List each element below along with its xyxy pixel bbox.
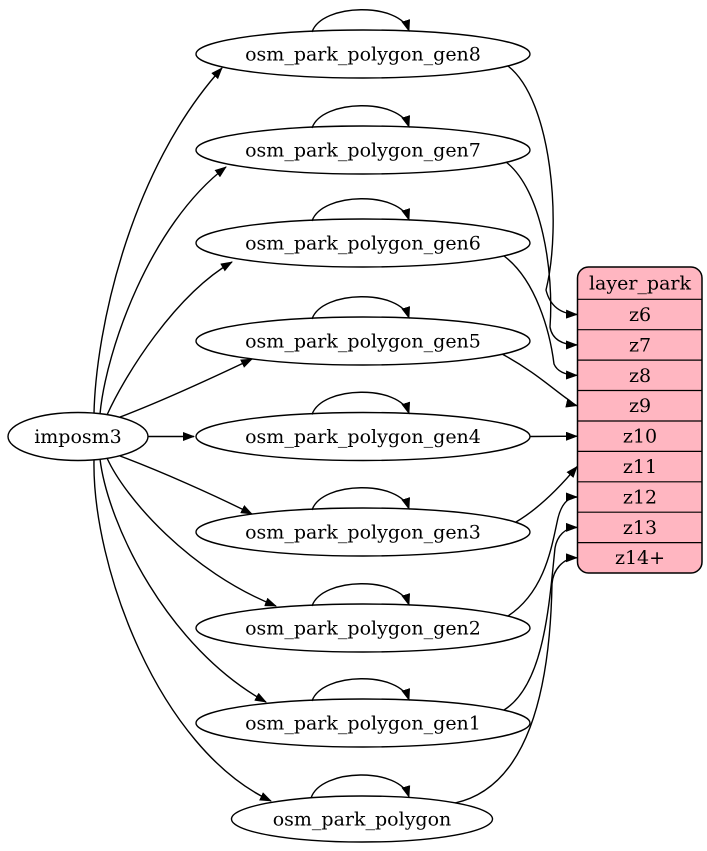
polygon-ellipse <box>230 795 494 843</box>
edge-imposm3-gen7 <box>99 166 227 415</box>
gen6-ellipse <box>195 218 531 268</box>
edge-gen1-z13 <box>503 522 578 711</box>
gen2-label: osm_park_polygon_gen2 <box>245 618 481 640</box>
gen5-ellipse <box>195 316 531 366</box>
layer-park-row-z14plus: z14+ <box>615 547 665 569</box>
self-loop-gen8 <box>311 9 411 33</box>
self-loop-gen1 <box>311 678 411 702</box>
node-osm-park-polygon: osm_park_polygon <box>230 795 494 843</box>
edge-gen7-z7 <box>505 161 578 350</box>
gen3-ellipse <box>195 507 531 557</box>
self-loop-gen2 <box>311 583 411 607</box>
gen4-label: osm_park_polygon_gen4 <box>245 426 481 448</box>
edge-gen8-z6 <box>507 65 578 319</box>
edge-imposm3-polygon <box>93 459 272 802</box>
node-osm-park-polygon-gen3: osm_park_polygon_gen3 <box>195 507 531 557</box>
imposm3-label: imposm3 <box>34 426 122 448</box>
layer-park-row-z11: z11 <box>623 456 657 478</box>
node-imposm3: imposm3 <box>7 411 149 462</box>
layer-park-row-z9: z9 <box>629 395 651 417</box>
layer-park-row-z13: z13 <box>623 517 657 539</box>
self-loop-gen7 <box>311 105 411 129</box>
node-osm-park-polygon-gen5: osm_park_polygon_gen5 <box>195 316 531 366</box>
edge-gen3-z11 <box>515 465 578 523</box>
node-layer-park: layer_park z6 z7 z8 z9 z10 z11 z12 z13 z… <box>576 266 703 574</box>
self-loop-gen3 <box>311 487 411 511</box>
gen8-label: osm_park_polygon_gen8 <box>245 44 481 66</box>
self-loop-gen6 <box>311 198 411 222</box>
layer-park-row-z8: z8 <box>629 365 651 387</box>
layer-park-title: layer_park <box>589 273 692 295</box>
self-loop-polygon <box>310 774 411 799</box>
node-osm-park-polygon-gen4: osm_park_polygon_gen4 <box>195 411 531 462</box>
edge-polygon-z14plus <box>454 553 578 804</box>
node-osm-park-polygon-gen6: osm_park_polygon_gen6 <box>195 218 531 268</box>
layer-park-row-z6: z6 <box>629 304 651 326</box>
edge-imposm3-gen6 <box>106 261 233 416</box>
edge-gen6-z8 <box>503 255 578 380</box>
gen3-label: osm_park_polygon_gen3 <box>245 522 481 544</box>
node-osm-park-polygon-gen7: osm_park_polygon_gen7 <box>195 125 531 175</box>
edge-imposm3-gen5 <box>119 358 253 418</box>
layer-park-box <box>576 266 703 574</box>
self-loop-gen5 <box>311 296 411 320</box>
gen6-label: osm_park_polygon_gen6 <box>245 233 481 255</box>
edge-gen5-z9 <box>501 353 578 408</box>
node-osm-park-polygon-gen2: osm_park_polygon_gen2 <box>195 603 531 653</box>
gen2-ellipse <box>195 603 531 653</box>
edge-imposm3-gen2 <box>106 457 277 607</box>
gen1-ellipse <box>195 698 531 748</box>
gen5-label: osm_park_polygon_gen5 <box>245 331 481 353</box>
edge-imposm3-gen1 <box>99 458 267 703</box>
edge-imposm3-gen3 <box>119 455 253 515</box>
gen8-ellipse <box>195 29 531 79</box>
edge-gen2-z12 <box>507 492 578 617</box>
node-osm-park-polygon-gen1: osm_park_polygon_gen1 <box>195 698 531 748</box>
gen7-ellipse <box>195 125 531 175</box>
layer-park-row-z7: z7 <box>629 334 651 356</box>
node-osm-park-polygon-gen8: osm_park_polygon_gen8 <box>195 29 531 79</box>
edge-imposm3-gen8 <box>93 67 223 414</box>
layer-park-row-z12: z12 <box>623 486 657 508</box>
self-loop-gen4 <box>311 391 411 415</box>
polygon-label: osm_park_polygon <box>273 809 452 831</box>
gen7-label: osm_park_polygon_gen7 <box>245 140 481 162</box>
layer-park-row-z10: z10 <box>623 426 657 448</box>
gen1-label: osm_park_polygon_gen1 <box>245 713 481 735</box>
